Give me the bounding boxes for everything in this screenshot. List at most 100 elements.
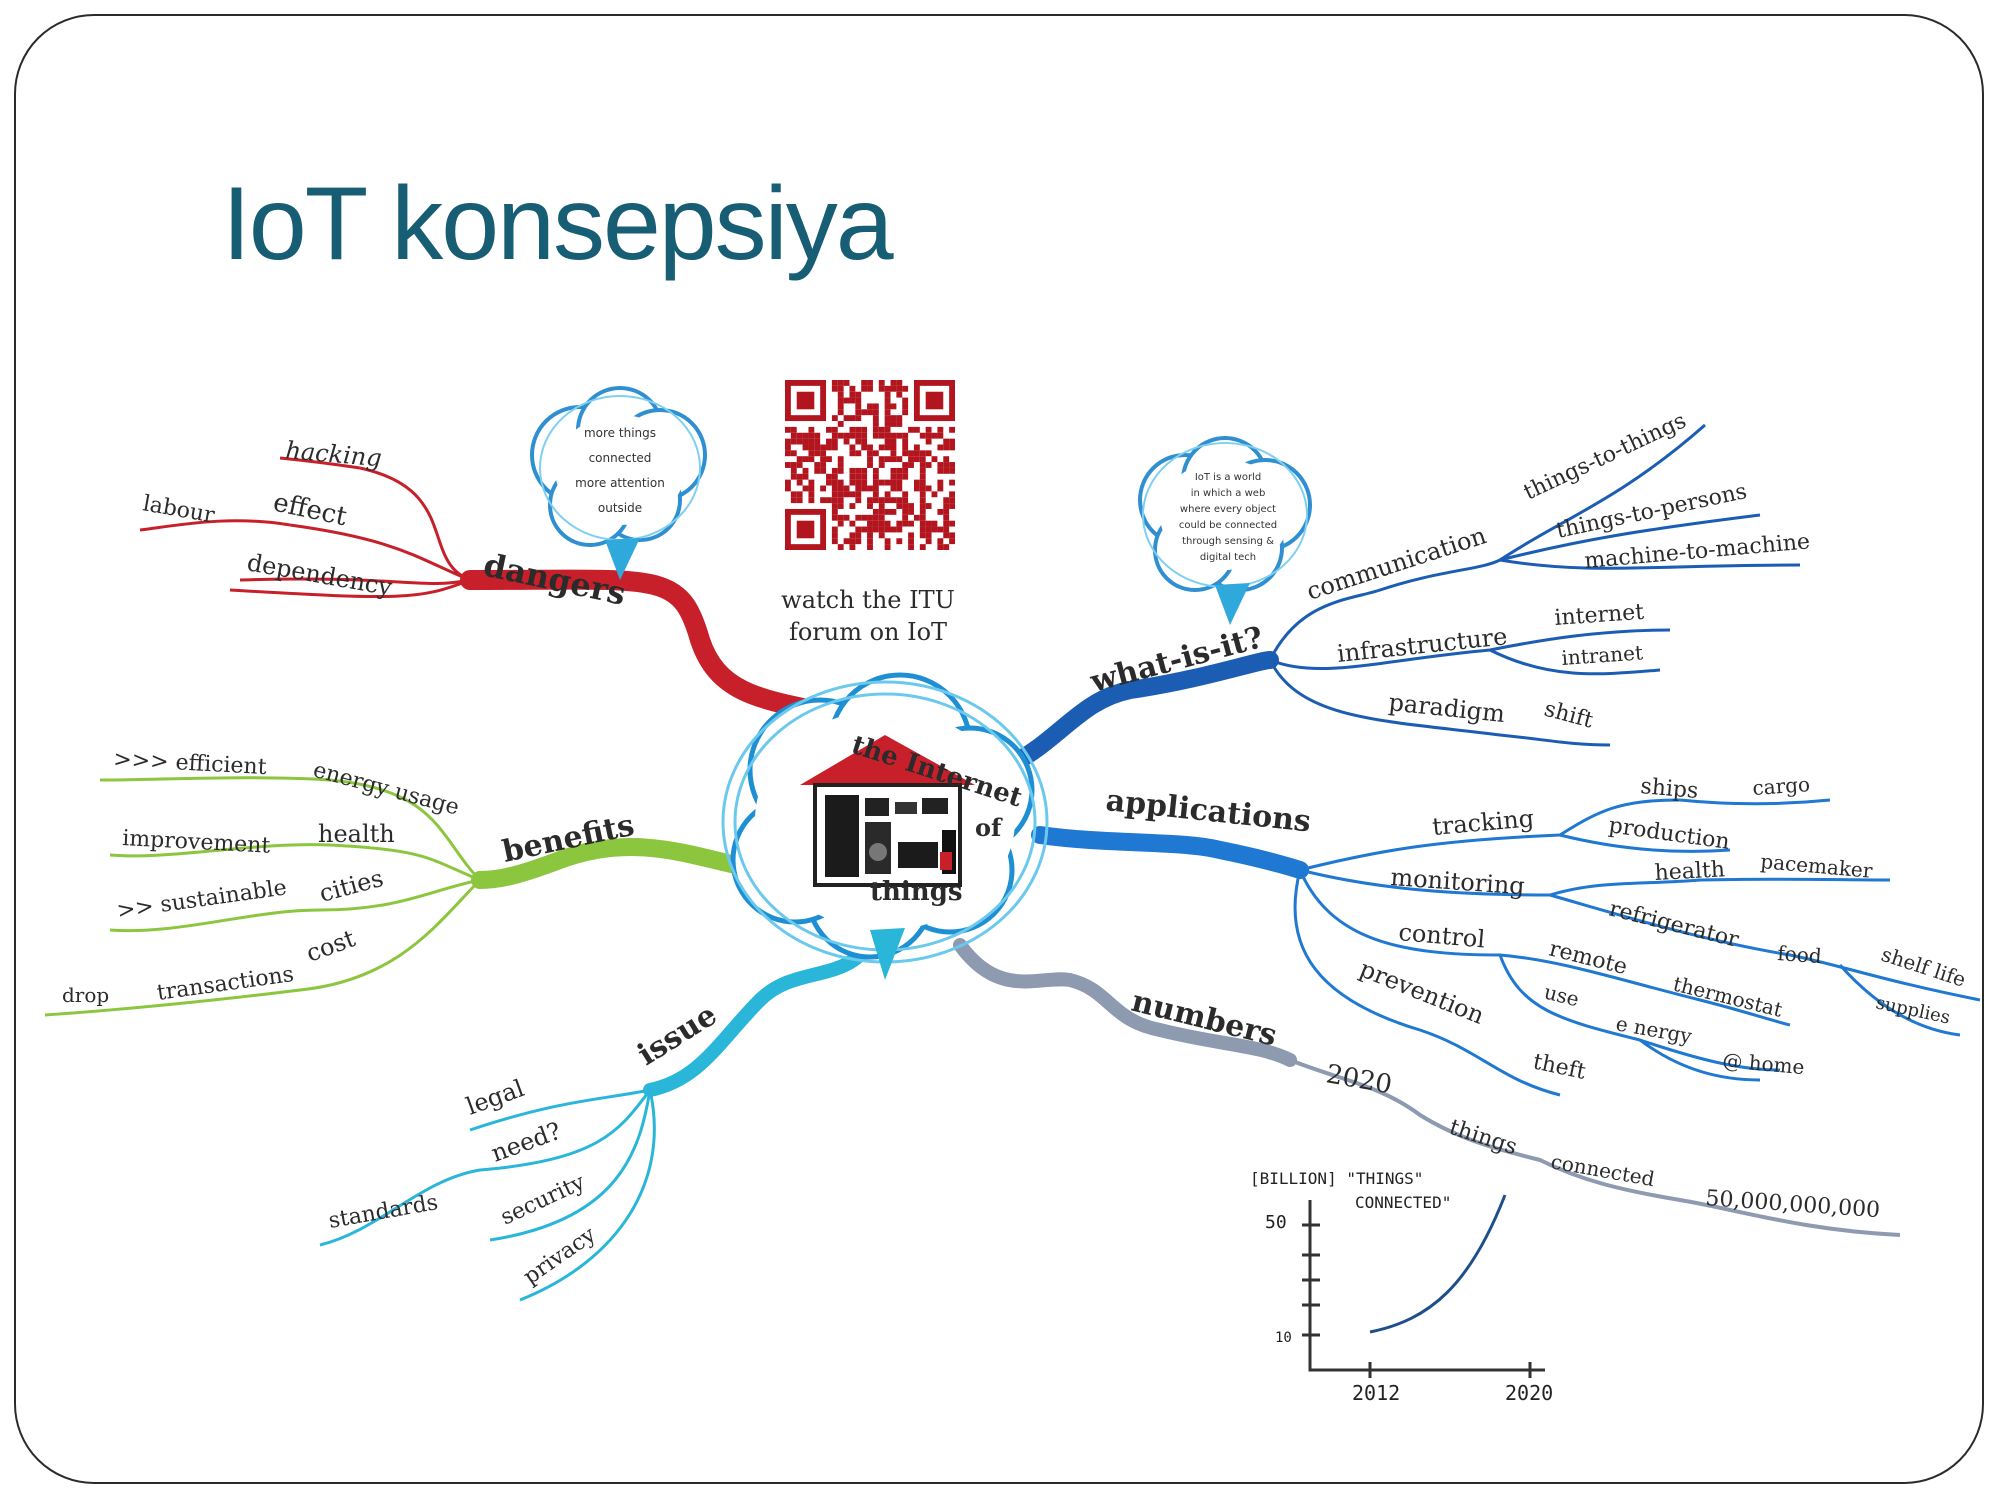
qr-cell [896,456,903,463]
qr-cell [867,544,873,550]
qr-cell [902,520,909,527]
qr-cell [855,409,862,416]
qr-cell [837,503,844,509]
qr-cell [925,432,932,439]
qr-cell [826,438,832,445]
qr-cell [790,450,797,457]
qr-cell [878,444,885,451]
qr-cell [849,491,856,498]
sketch-title-2: CONNECTED" [1355,1193,1451,1212]
qr-cell [943,444,950,451]
qr-cell [837,403,844,410]
qr-cell [802,438,809,445]
qr-cell [849,397,856,404]
qr-cell [855,438,862,445]
qr-cell [867,456,873,463]
qr-cell [855,538,862,545]
qr-cell [913,485,920,492]
qr-cell [867,497,873,504]
qr-cell [849,467,856,474]
qr-cell [884,421,891,427]
qr-cell [937,508,944,515]
qr-cell [884,432,891,439]
leaf-prevention: prevention [1356,955,1488,1030]
qr-cell [861,380,868,386]
qr-cell [902,473,909,480]
leaf-shift: shift [1541,697,1595,734]
qr-cell [949,491,955,498]
qr-cell [867,403,873,410]
qr-cell [890,432,897,439]
qr-cell [919,473,926,480]
qr-cell [826,497,832,504]
qr-cell [943,520,950,527]
qr-cell [837,432,844,439]
qr-cell [837,485,844,492]
qr-cell [878,497,885,504]
qr-cell [931,520,938,527]
qr-cell [790,473,797,480]
qr-cell [831,432,838,439]
qr-cell [849,520,856,527]
qr-cell [861,514,868,521]
leaf-cost: cost [302,924,359,967]
qr-cell [808,450,815,457]
red-appliance-icon [940,852,952,870]
qr-code: watch the ITU forum on IoT [781,376,959,646]
qr-cell [949,538,955,545]
qr-finder [925,391,944,410]
qr-cell [937,432,944,439]
cloud-right-line-4: could be connected [1179,520,1277,531]
qr-cell [785,485,791,492]
qr-cell [837,385,844,392]
cloud-right-line-2: in which a web [1191,488,1266,499]
qr-cell [826,426,832,433]
qr-cell [814,438,821,445]
qr-cell [943,467,950,474]
qr-cell [861,444,868,451]
qr-cell [872,497,879,504]
qr-cell [831,415,838,422]
qr-cell [867,532,873,539]
qr-cell [937,538,944,545]
qr-cell [872,520,879,527]
qr-cell [878,462,885,468]
qr-cell [908,426,914,433]
cloud-right: IoT is a world in which a web where ever… [1138,436,1312,625]
qr-cell [931,456,938,463]
qr-cell [872,415,879,422]
qr-cell [890,380,897,386]
qr-cell [919,508,926,515]
qr-cell [878,456,885,463]
house-roof [800,735,975,785]
qr-cell [796,479,803,486]
qr-cell [849,391,856,398]
qr-cell [808,438,815,445]
qr-cell [925,503,932,509]
qr-cell [785,444,791,451]
qr-cell [890,467,897,474]
sketch-x-left: 2012 [1352,1381,1400,1405]
qr-cell [837,491,844,498]
qr-cell [790,426,797,433]
qr-cell [949,444,955,451]
cloud-left-line-1: more things [584,426,656,440]
qr-cell [855,473,862,480]
qr-cell [890,385,897,392]
qr-cell [949,497,955,504]
qr-cell [884,385,891,392]
leaf-at-home: @ home [1722,1048,1806,1079]
qr-cell [872,508,879,515]
qr-cell [878,532,885,539]
qr-cell [890,421,897,427]
center-label-of: of [975,813,1003,842]
qr-cell [867,462,873,468]
qr-cell [925,532,932,539]
qr-cell [849,450,856,457]
qr-cell [943,544,950,550]
qr-cell [861,485,868,492]
qr-cell [878,520,885,527]
qr-cell [855,426,862,433]
qr-cell [913,426,920,433]
qr-cell [867,520,873,527]
